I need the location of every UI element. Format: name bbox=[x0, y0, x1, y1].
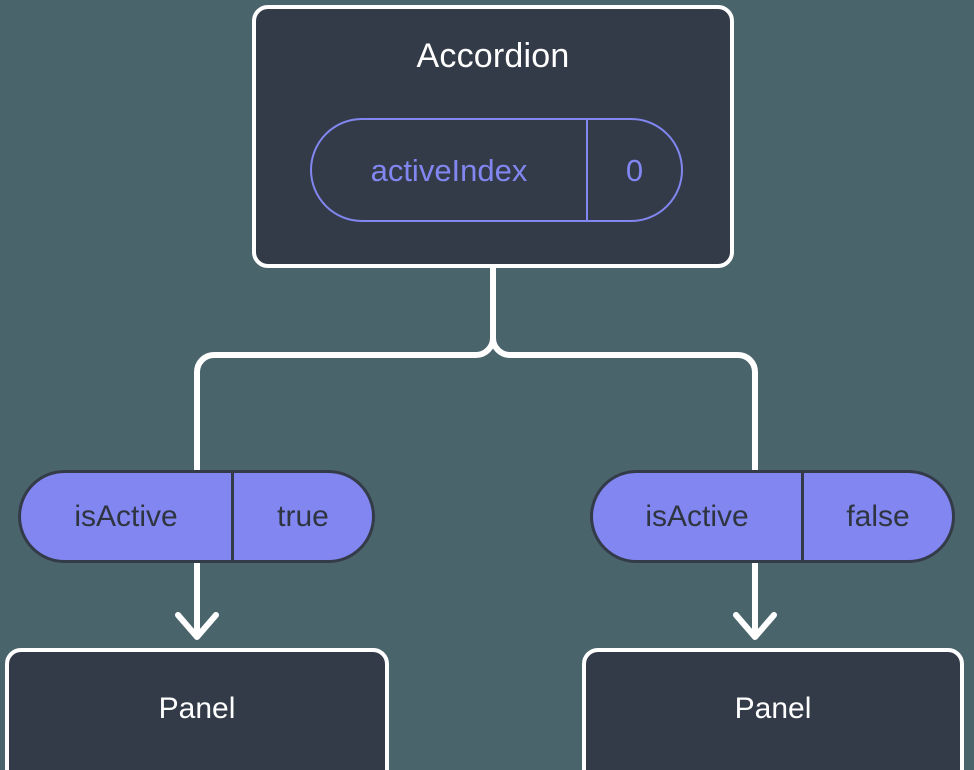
node-panel-left-title: Panel bbox=[158, 692, 236, 725]
state-pill-active-index[interactable]: activeIndex 0 bbox=[310, 118, 683, 222]
prop-pill-is-active-false-value: false bbox=[846, 499, 910, 533]
arrow-right-head-icon bbox=[733, 612, 777, 640]
state-pill-active-index-value: 0 bbox=[625, 152, 644, 188]
prop-pill-is-active-true-key: isActive bbox=[21, 473, 234, 560]
connector-right-branch bbox=[490, 265, 758, 473]
prop-pill-is-active-false-key: isActive bbox=[593, 473, 804, 560]
node-panel-right[interactable]: Panel bbox=[582, 648, 964, 770]
prop-pill-is-active-true-value: true bbox=[277, 499, 329, 533]
arrow-left-head-icon bbox=[175, 612, 219, 640]
prop-pill-is-active-true[interactable]: isActive true bbox=[18, 470, 375, 563]
prop-pill-is-active-false[interactable]: isActive false bbox=[590, 470, 955, 563]
node-panel-right-title: Panel bbox=[734, 692, 812, 725]
connector-left-branch bbox=[194, 265, 496, 473]
state-pill-active-index-key: activeIndex bbox=[312, 120, 588, 220]
node-accordion-title: Accordion bbox=[416, 37, 570, 75]
node-panel-left[interactable]: Panel bbox=[5, 648, 389, 770]
